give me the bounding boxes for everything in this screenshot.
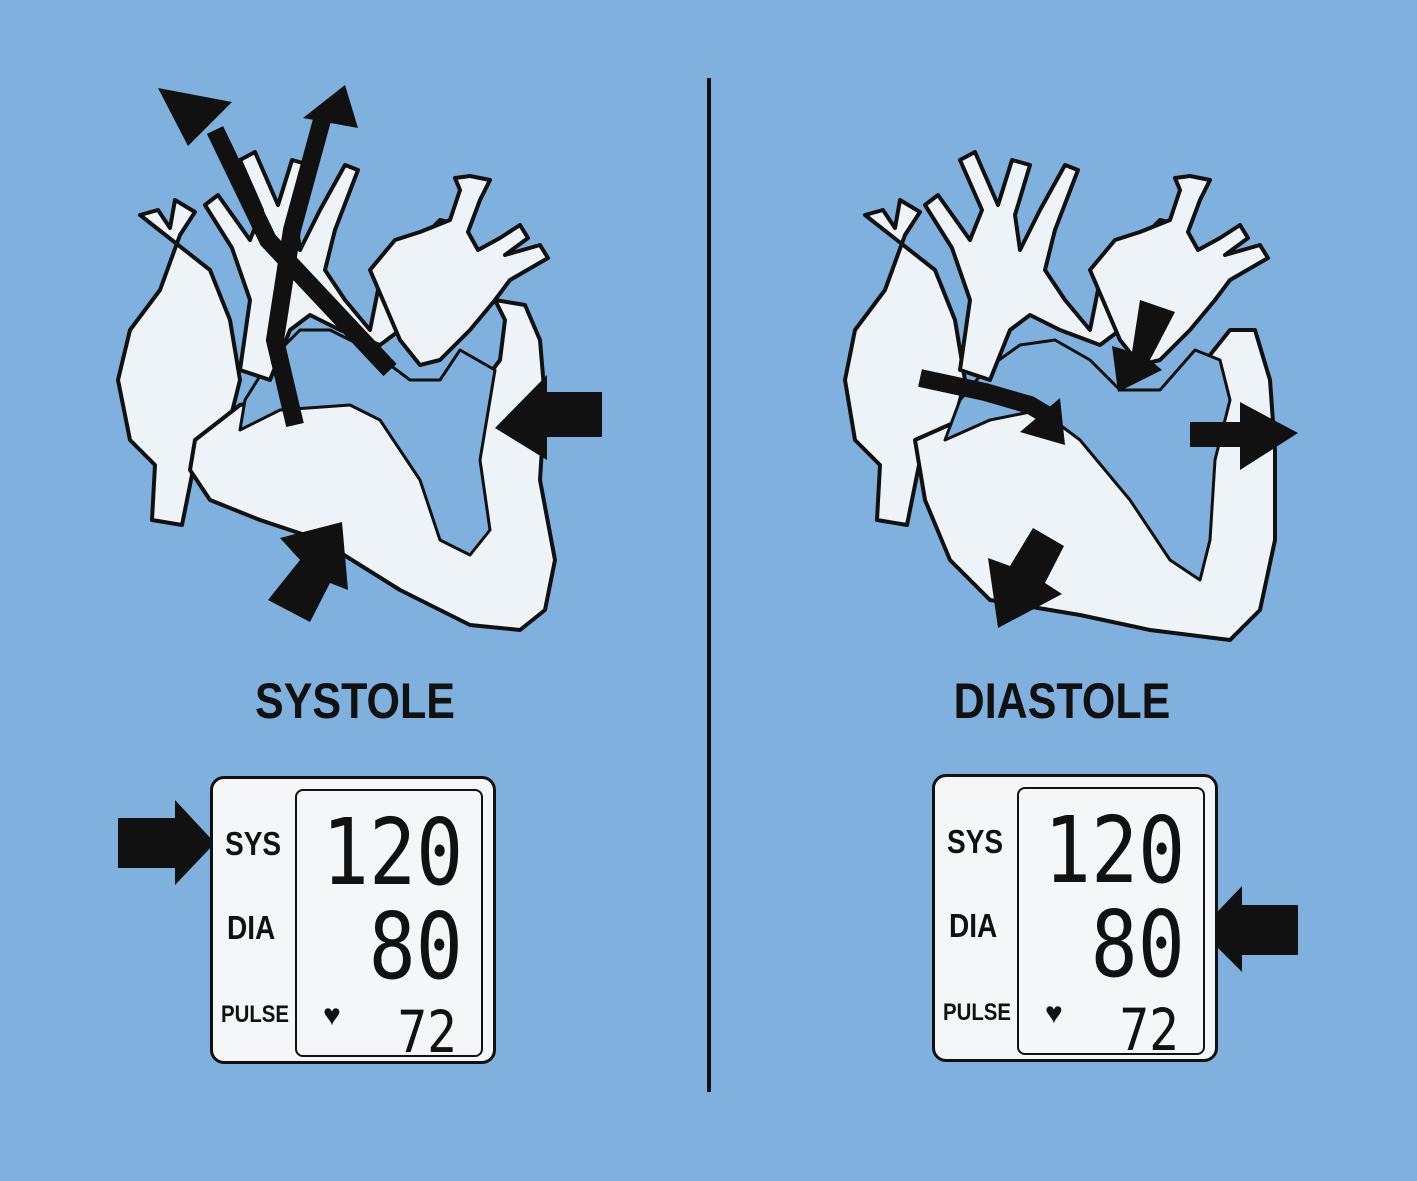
pulse-value: 72 bbox=[397, 998, 457, 1066]
pulse-label: PULSE bbox=[943, 999, 1012, 1026]
sys-label: SYS bbox=[225, 825, 282, 862]
sys-pointer-arrow bbox=[118, 800, 215, 885]
systole-outflow-arrow-aorta bbox=[206, 126, 397, 377]
bp-monitor-diastole: SYS DIA PULSE ♥ 120 80 72 bbox=[932, 774, 1218, 1062]
dia-value: 80 bbox=[1090, 891, 1185, 998]
heart-icon: ♥ bbox=[323, 999, 341, 1032]
lcd-screen: 120 80 72 bbox=[1017, 787, 1205, 1059]
systole-outflow-arrowhead-aorta bbox=[158, 88, 232, 146]
systole-outflow-arrowhead-pulmonary bbox=[303, 85, 358, 128]
sys-value: 120 bbox=[321, 799, 463, 906]
diastole-expansion-arrow-bottom bbox=[988, 528, 1064, 628]
diastole-inflow-arrowhead-left bbox=[1020, 398, 1065, 445]
lcd-screen: 120 80 72 bbox=[295, 789, 483, 1061]
dia-value: 80 bbox=[368, 893, 463, 1000]
sys-value: 120 bbox=[1043, 797, 1185, 904]
diastole-inflow-arrow-top bbox=[1112, 300, 1175, 392]
heart-pulmonary-artery-shape bbox=[1088, 174, 1270, 367]
heart-inner-chamber bbox=[238, 328, 497, 557]
pulse-label: PULSE bbox=[221, 1001, 290, 1028]
dia-label: DIA bbox=[227, 909, 276, 946]
systole-contraction-arrow-right bbox=[495, 375, 602, 460]
systole-outflow-arrow-pulmonary bbox=[265, 117, 331, 428]
bp-monitor-systole: SYS DIA PULSE ♥ 120 80 72 bbox=[210, 776, 496, 1064]
diastole-inflow-arrow-left bbox=[918, 369, 1060, 428]
heart-pulmonary-artery-shape bbox=[368, 174, 550, 367]
dia-label: DIA bbox=[949, 907, 998, 944]
heart-systole-illustration bbox=[116, 85, 602, 632]
diastole-title: DIASTOLE bbox=[953, 673, 1171, 729]
systole-contraction-arrow-bottom bbox=[268, 522, 348, 622]
heart-icon: ♥ bbox=[1045, 997, 1063, 1030]
sys-label: SYS bbox=[947, 823, 1004, 860]
dia-pointer-arrow bbox=[1200, 886, 1298, 972]
diastole-expansion-arrow-right bbox=[1190, 402, 1298, 470]
pulse-value: 72 bbox=[1119, 996, 1179, 1064]
heart-diastole-illustration bbox=[843, 150, 1298, 642]
systole-title: SYSTOLE bbox=[255, 673, 455, 729]
